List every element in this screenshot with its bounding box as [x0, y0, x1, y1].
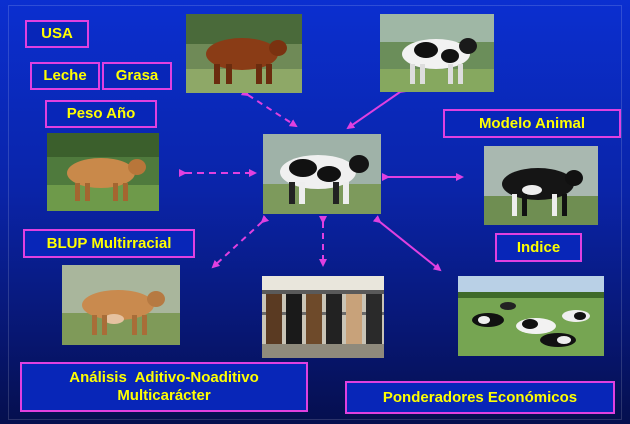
milking-parlor-photo [262, 276, 384, 358]
label-leche: Leche [30, 62, 100, 90]
label-grasa: Grasa [102, 62, 172, 90]
label-peso-ano: Peso Año [45, 100, 157, 128]
label-modelo-animal: Modelo Animal [443, 109, 621, 138]
slide-frame [8, 5, 622, 420]
label-indice: Indice [495, 233, 582, 262]
holstein-bull-top-photo [380, 14, 494, 92]
arrow-brown-bull-center [240, 88, 298, 128]
tan-cow-photo [47, 133, 159, 211]
label-analisis-aditivo: Análisis Aditivo-Noaditivo Multicarácter [20, 362, 308, 412]
arrow-center-herd [372, 215, 442, 272]
label-blup-multirracial: BLUP Multirracial [23, 229, 195, 258]
arrow-holstein-top-center [346, 85, 408, 130]
label-usa: USA [25, 20, 89, 48]
herd-pasture-photo [458, 276, 604, 356]
label-analisis-line2: Multicarácter [117, 387, 211, 404]
brown-bull-photo [186, 14, 302, 93]
label-ponderadores-economicos: Ponderadores Económicos [345, 381, 615, 414]
central-holstein-photo [263, 134, 381, 214]
label-analisis-line1: Análisis Aditivo-Noaditivo [69, 369, 259, 386]
black-white-cow-right-photo [484, 146, 598, 225]
arrow-center-jersey [211, 214, 270, 269]
jersey-cow-photo [62, 265, 180, 345]
